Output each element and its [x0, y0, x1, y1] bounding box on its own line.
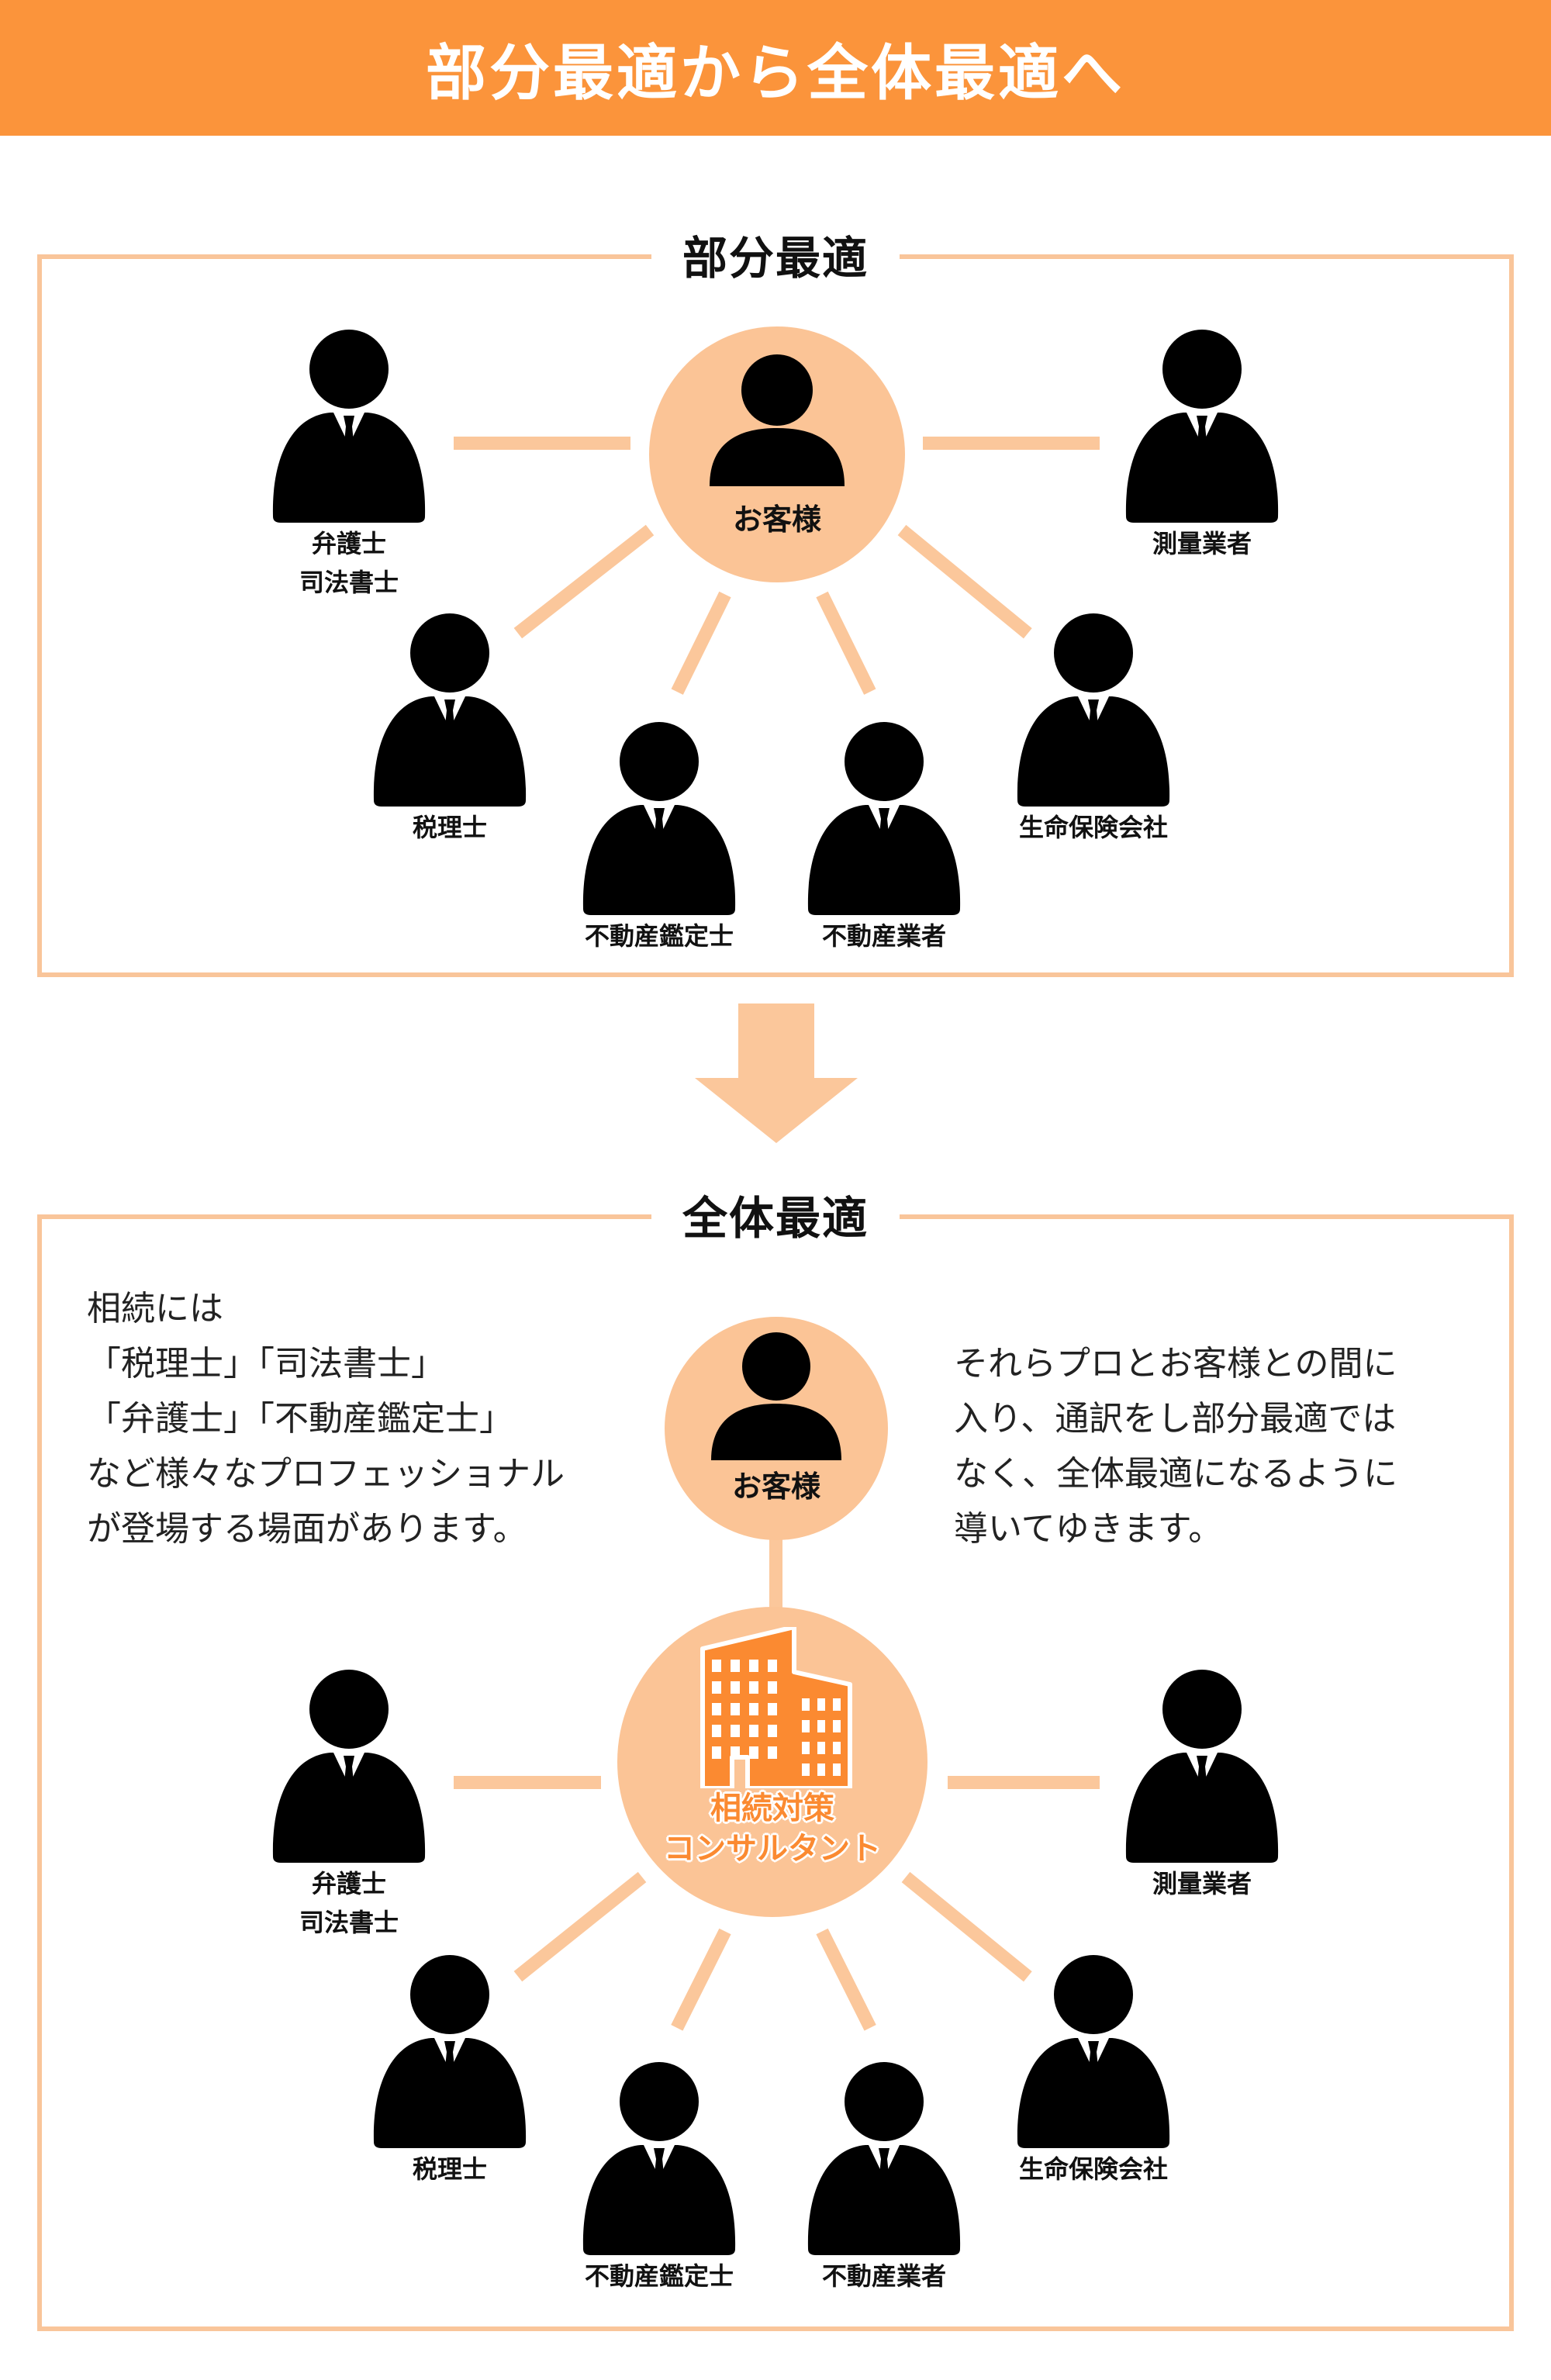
professional-label-line: 不動産業者: [821, 2261, 946, 2291]
right-description: それらプロとお客様との間に 入り、通訳をし部分最適では なく、全体最適になるよう…: [954, 1336, 1397, 1556]
professional-figure: [1124, 329, 1280, 523]
customer-icon: [711, 1332, 841, 1460]
professional-figure: [271, 329, 427, 523]
person-icon: [807, 722, 961, 915]
professional-label-line: 測量業者: [1152, 529, 1252, 558]
person-icon: [1125, 1670, 1279, 1863]
professional-label-line: 税理士: [412, 2154, 487, 2184]
professional-label: 不動産業者: [768, 917, 1000, 955]
right-text-line: 入り、通訳をし部分最適では: [954, 1399, 1397, 1439]
professional-figure: [582, 2061, 737, 2255]
connector-line: [454, 437, 630, 450]
person-icon: [1017, 1955, 1170, 2148]
consultant-label-line: コンサルタント: [664, 1831, 881, 1867]
customer-icon: [710, 354, 845, 486]
professional-label: 生命保険会社: [977, 808, 1210, 847]
overall-title: 全体最適: [651, 1182, 900, 1247]
professional-label-line: 司法書士: [299, 1908, 399, 1937]
professional-label-line: 不動産業者: [821, 921, 946, 951]
customer-hub: お客様: [649, 326, 905, 582]
client-consultant-connector: [769, 1528, 782, 1613]
client-hub: お客様: [665, 1317, 888, 1540]
office-building-icon: [700, 1627, 852, 1788]
header-banner: 部分最適から全体最適へ: [0, 0, 1551, 136]
consultant-label: 相続対策 コンサルタント: [617, 1788, 927, 1869]
person-icon: [1125, 330, 1279, 523]
professional-label: 弁護士司法書士: [233, 1864, 465, 1942]
person-icon: [272, 1670, 426, 1863]
professional-label: 税理士: [333, 2150, 566, 2188]
down-arrow-icon: [695, 1003, 858, 1143]
professional-figure: [807, 721, 962, 915]
left-text-line: 相続には: [87, 1289, 223, 1328]
page-title: 部分最適から全体最適へ: [425, 38, 1125, 109]
partial-title: 部分最適: [651, 222, 900, 287]
customer-label: お客様: [732, 503, 821, 537]
left-text-line: 「税理士」「司法書士」: [87, 1344, 445, 1383]
professional-label: 測量業者: [1086, 1864, 1318, 1903]
person-icon: [582, 2062, 736, 2255]
professional-label: 不動産鑑定士: [543, 2257, 776, 2295]
person-icon: [1017, 613, 1170, 807]
consultant-label-line: 相続対策: [710, 1791, 834, 1826]
professional-label-line: 不動産鑑定士: [584, 921, 734, 951]
professional-figure: [372, 613, 527, 807]
consultant-hub: 相続対策 コンサルタント: [617, 1607, 927, 1917]
professional-label: 税理士: [333, 808, 566, 847]
left-text-line: など様々なプロフェッショナル: [87, 1454, 565, 1494]
professional-figure: [1016, 613, 1171, 807]
person-icon: [272, 330, 426, 523]
left-text-line: 「弁護士」「不動産鑑定士」: [87, 1399, 513, 1439]
professional-figure: [582, 721, 737, 915]
person-icon: [582, 722, 736, 915]
professional-label-line: 税理士: [412, 813, 487, 842]
connector-line: [923, 437, 1100, 450]
professional-label: 弁護士司法書士: [233, 524, 465, 602]
professional-label: 不動産業者: [768, 2257, 1000, 2295]
professional-label-line: 生命保険会社: [1018, 2154, 1168, 2184]
professional-figure: [271, 1669, 427, 1863]
professional-figure: [1016, 1954, 1171, 2148]
person-icon: [373, 1955, 527, 2148]
professional-label-line: 生命保険会社: [1018, 813, 1168, 842]
professional-label-line: 不動産鑑定士: [584, 2261, 734, 2291]
client-label: お客様: [731, 1470, 820, 1504]
professional-label-line: 測量業者: [1152, 1869, 1252, 1898]
professional-label: 生命保険会社: [977, 2150, 1210, 2188]
professional-label-line: 司法書士: [299, 568, 399, 597]
professional-figure: [807, 2061, 962, 2255]
connector-line: [948, 1776, 1100, 1789]
right-text-line: なく、全体最適になるように: [954, 1454, 1397, 1494]
left-text-line: が登場する場面があります。: [87, 1509, 527, 1549]
right-text-line: それらプロとお客様との間に: [954, 1344, 1397, 1383]
right-text-line: 導いてゆきます。: [954, 1509, 1223, 1549]
person-icon: [373, 613, 527, 807]
person-icon: [807, 2062, 961, 2255]
professional-label: 不動産鑑定士: [543, 917, 776, 955]
professional-label-line: 弁護士: [311, 529, 386, 558]
professional-label: 測量業者: [1086, 524, 1318, 563]
professional-figure: [372, 1954, 527, 2148]
left-description: 相続には 「税理士」「司法書士」 「弁護士」「不動産鑑定士」 など様々なプロフェ…: [87, 1281, 565, 1556]
connector-line: [454, 1776, 601, 1789]
professional-label-line: 弁護士: [311, 1869, 386, 1898]
professional-figure: [1124, 1669, 1280, 1863]
